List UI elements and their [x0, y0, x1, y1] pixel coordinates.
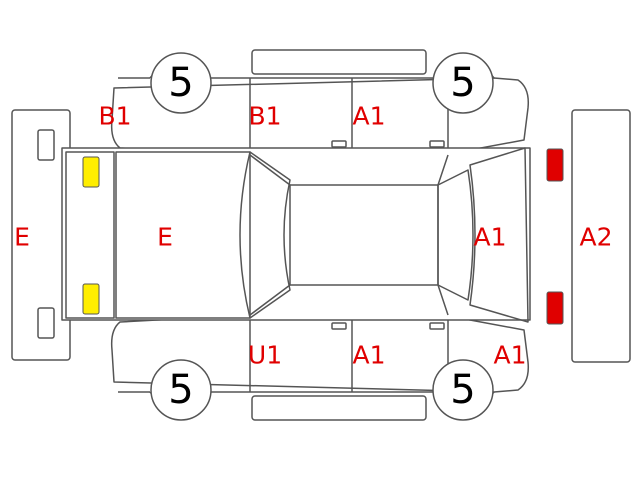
- tire-left-front: 5: [450, 60, 476, 106]
- front-lamp-top: [546, 148, 564, 182]
- label-front-bumper: A2: [579, 222, 613, 252]
- rear-lamp-housing: [65, 151, 115, 319]
- label-right-front-fender: A1: [493, 340, 527, 370]
- label-left-front-door: A1: [352, 101, 386, 131]
- tire-right-front: 5: [450, 367, 476, 413]
- rear-lamp-bottom: [82, 283, 100, 315]
- front-lamp-bottom: [546, 291, 564, 325]
- label-trunk-lid: E: [157, 222, 173, 252]
- left-rear-door-handle: [331, 140, 347, 148]
- rear-bumper-slot-bottom: [37, 307, 55, 339]
- c-pillar-bottom: [249, 284, 291, 316]
- tire-right-rear: 5: [168, 367, 194, 413]
- left-front-door-handle: [429, 140, 445, 148]
- tire-circle-left-front: [432, 52, 494, 114]
- label-left-rear-fender: B1: [98, 101, 132, 131]
- rear-lamp-top: [82, 156, 100, 188]
- label-rear-bumper: E: [14, 222, 30, 252]
- trunk-panel: [115, 151, 251, 319]
- a-pillar-bottom: [437, 284, 449, 316]
- windshield: [437, 169, 474, 301]
- label-right-front-door: A1: [352, 340, 386, 370]
- c-pillar-top: [249, 154, 291, 186]
- right-rear-door-handle: [331, 322, 347, 330]
- tire-circle-right-rear: [150, 359, 212, 421]
- left-side-skirt: [251, 49, 427, 75]
- hood-panel: [469, 147, 529, 323]
- label-left-rear-door: B1: [248, 101, 282, 131]
- tire-left-rear: 5: [168, 60, 194, 106]
- tire-circle-right-front: [432, 359, 494, 421]
- rear-bumper-slot-top: [37, 129, 55, 161]
- right-front-door-handle: [429, 322, 445, 330]
- right-side-profile: [110, 314, 530, 393]
- right-side-skirt: [251, 395, 427, 421]
- a-pillar-top: [437, 154, 449, 186]
- label-hood: A1: [473, 222, 507, 252]
- label-right-rear-door: U1: [247, 340, 283, 370]
- tire-circle-left-rear: [150, 52, 212, 114]
- front-bumper-outline: [571, 109, 631, 363]
- rear-window: [239, 151, 291, 319]
